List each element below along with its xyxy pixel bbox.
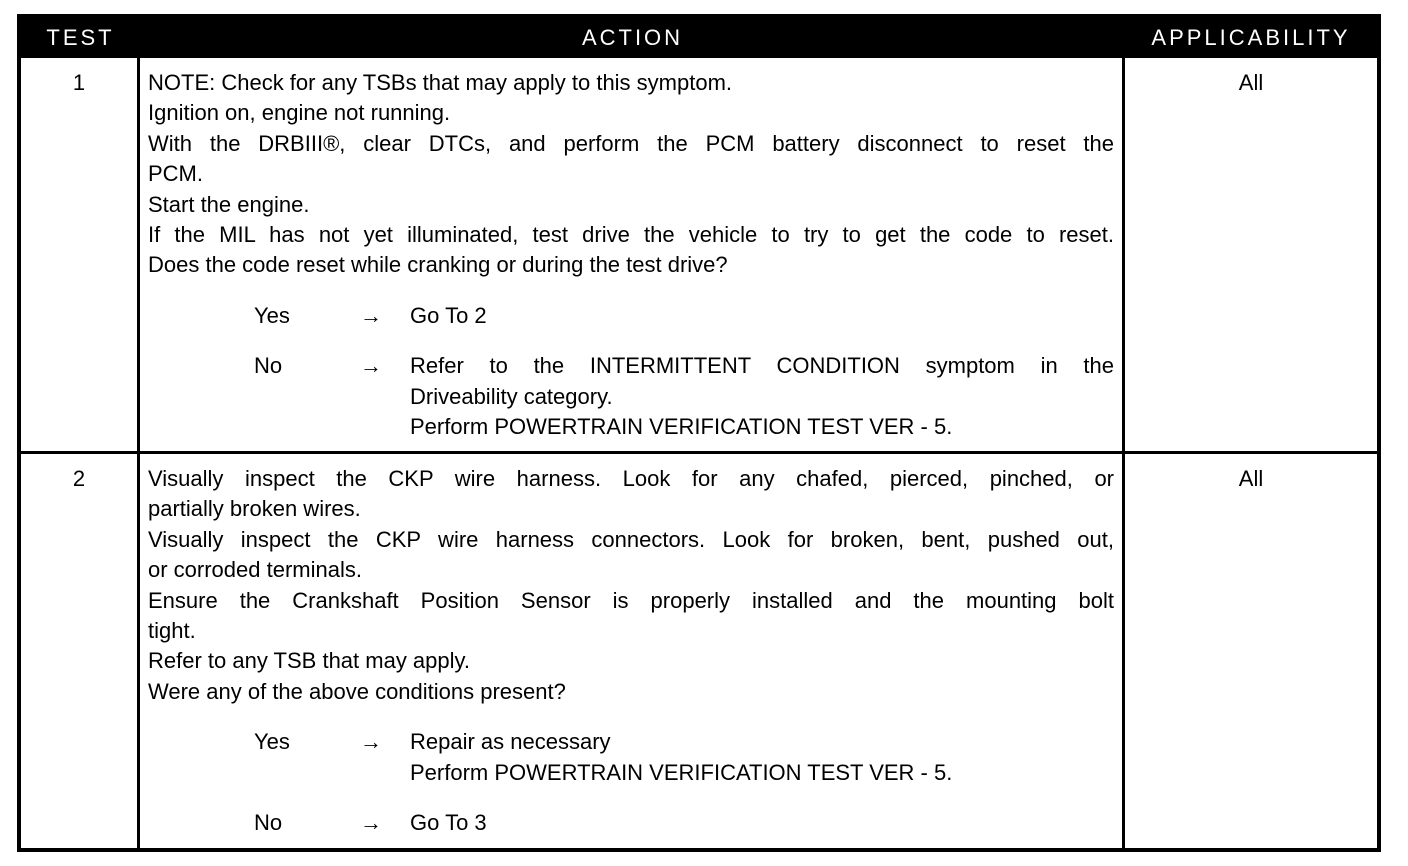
action-line: partially broken wires. bbox=[148, 496, 361, 522]
action-line: Visually inspect the CKP wire harness co… bbox=[148, 526, 1114, 552]
branch-text: Go To 2 bbox=[410, 301, 1114, 331]
branch-text: Repair as necessary Perform POWERTRAIN V… bbox=[410, 727, 1114, 788]
arrow-right-icon: → bbox=[360, 810, 382, 836]
branch-no: No → Go To 3 bbox=[148, 808, 1114, 838]
branch-label: No bbox=[254, 353, 283, 379]
table-header: TEST ACTION APPLICABILITY bbox=[21, 18, 1377, 58]
test-number: 2 bbox=[21, 454, 140, 848]
branch-line: Repair as necessary bbox=[410, 729, 611, 755]
action-line: If the MIL has not yet illuminated, test… bbox=[148, 222, 1114, 248]
arrow-right-icon: → bbox=[360, 353, 382, 379]
arrow-right-icon: → bbox=[360, 302, 382, 328]
branch-line: Refer to the INTERMITTENT CONDITION symp… bbox=[410, 353, 1114, 379]
action-cell: NOTE: Check for any TSBs that may apply … bbox=[140, 58, 1125, 451]
branch-list: Yes → Repair as necessary Perform POWERT… bbox=[148, 727, 1114, 838]
branch-yes: Yes → Go To 2 bbox=[148, 301, 1114, 331]
action-line: Ignition on, engine not running. bbox=[148, 100, 451, 126]
action-line: With the DRBIII®, clear DTCs, and perfor… bbox=[148, 130, 1114, 156]
action-line: Does the code reset while cranking or du… bbox=[148, 252, 728, 278]
action-line: Were any of the above conditions present… bbox=[148, 678, 566, 704]
action-line: PCM. bbox=[148, 161, 203, 187]
branch-list: Yes → Go To 2 No → Refer to the INTERMIT… bbox=[148, 301, 1114, 443]
action-cell: Visually inspect the CKP wire harness. L… bbox=[140, 454, 1125, 848]
branch-no: No → Refer to the INTERMITTENT CONDITION… bbox=[148, 351, 1114, 442]
action-line: or corroded terminals. bbox=[148, 557, 362, 583]
branch-label: No bbox=[254, 810, 283, 836]
test-number: 1 bbox=[21, 58, 140, 451]
branch-line: Driveability category. bbox=[410, 383, 613, 409]
applicability-value: All bbox=[1238, 70, 1264, 95]
action-line: Visually inspect the CKP wire harness. L… bbox=[148, 466, 1114, 491]
action-line: NOTE: Check for any TSBs that may apply … bbox=[148, 70, 733, 95]
branch-label: Yes bbox=[254, 729, 290, 755]
branch-line: Go To 2 bbox=[410, 302, 487, 328]
arrow-right-icon: → bbox=[360, 729, 382, 755]
action-line: Refer to any TSB that may apply. bbox=[148, 648, 471, 674]
branch-line: Perform POWERTRAIN VERIFICATION TEST VER… bbox=[410, 759, 953, 785]
header-test: TEST bbox=[46, 25, 115, 50]
branch-line: Go To 3 bbox=[410, 810, 487, 836]
branch-text: Refer to the INTERMITTENT CONDITION symp… bbox=[410, 351, 1114, 442]
action-line: Ensure the Crankshaft Position Sensor is… bbox=[148, 587, 1114, 613]
branch-line: Perform POWERTRAIN VERIFICATION TEST VER… bbox=[410, 414, 953, 440]
action-line: tight. bbox=[148, 618, 196, 644]
diagnostic-table: TEST ACTION APPLICABILITY 1 NOTE: Check … bbox=[17, 14, 1381, 852]
action-line: Start the engine. bbox=[148, 191, 310, 217]
branch-label: Yes bbox=[254, 302, 290, 328]
table-row: 2 Visually inspect the CKP wire harness.… bbox=[21, 454, 1377, 848]
applicability-value: All bbox=[1238, 466, 1264, 491]
header-applicability: APPLICABILITY bbox=[1151, 25, 1351, 50]
branch-text: Go To 3 bbox=[410, 808, 1114, 838]
table-row: 1 NOTE: Check for any TSBs that may appl… bbox=[21, 58, 1377, 454]
header-action: ACTION bbox=[581, 25, 684, 50]
branch-yes: Yes → Repair as necessary Perform POWERT… bbox=[148, 727, 1114, 788]
